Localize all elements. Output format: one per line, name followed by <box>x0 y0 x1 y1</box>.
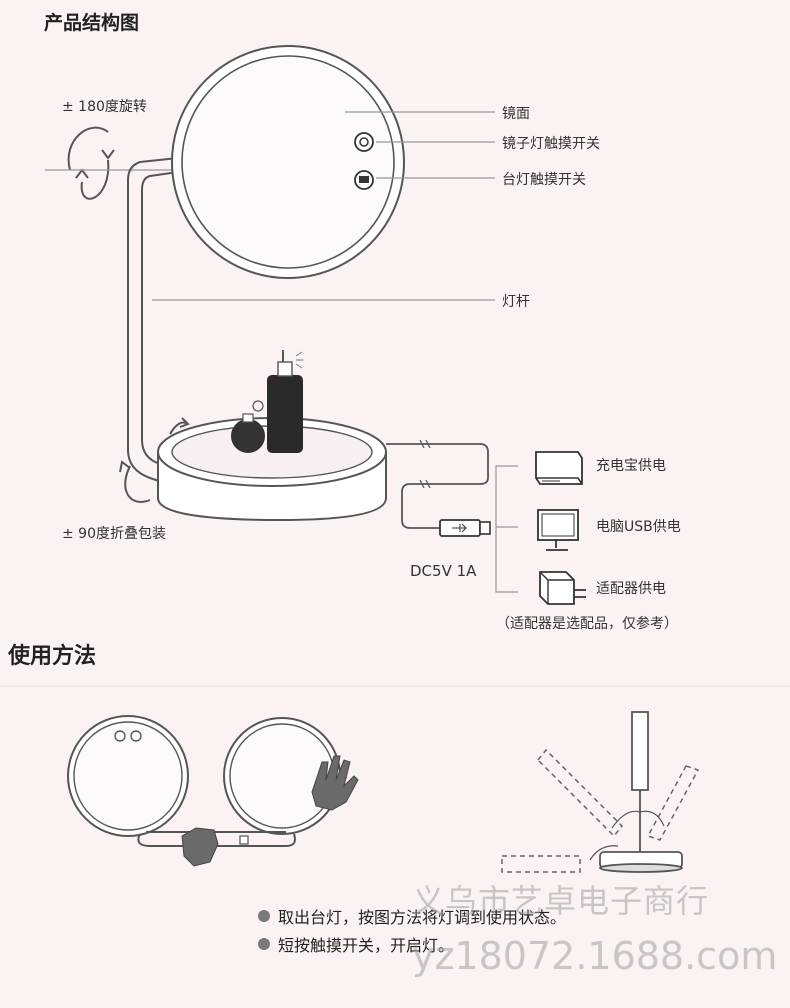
usage-step-2-text: 短按触摸开关，开启灯。 <box>278 936 455 955</box>
watermark-shop-name: 义乌市艺卓电子商行 <box>412 882 710 920</box>
adapter-icon <box>539 571 586 605</box>
hand-icon <box>311 755 359 811</box>
adapter-note: （适配器是选配品，仅参考） <box>496 616 678 632</box>
usage-folded-diagram <box>67 715 359 867</box>
pc-usb-label: 电脑USB供电 <box>596 519 681 535</box>
lamp-touch-icon <box>354 170 374 190</box>
usage-title: 使用方法 <box>8 644 97 669</box>
structure-diagram <box>45 45 586 605</box>
usage-step-1-text: 取出台灯，按图方法将灯调到使用状态。 <box>278 908 567 927</box>
mirror-light-switch-label: 镜子灯触摸开关 <box>502 136 600 152</box>
structure-title: 产品结构图 <box>44 12 140 34</box>
monitor-icon <box>537 509 579 551</box>
fold-arrow-icon <box>119 417 190 503</box>
circle-touch-icon <box>354 132 374 152</box>
dc-rating-label: DC5V 1A <box>410 562 477 580</box>
usb-plug-icon <box>439 519 491 537</box>
bullet-icon <box>258 938 270 950</box>
hand-icon <box>181 827 219 867</box>
mirror-face <box>181 55 395 269</box>
bullet-icon <box>258 910 270 922</box>
perfume-icon <box>231 350 303 453</box>
power-bank-label: 充电宝供电 <box>596 458 666 474</box>
power-cable <box>386 439 489 529</box>
mirror-face-label: 镜面 <box>502 106 530 122</box>
fold-label: ± 90度折叠包装 <box>62 526 166 542</box>
usage-step-2: 短按触摸开关，开启灯。 <box>258 932 454 956</box>
lamp-pole-label: 灯杆 <box>502 294 530 310</box>
source-bracket <box>495 465 518 593</box>
adapter-label: 适配器供电 <box>596 581 666 597</box>
rotate-label: ± 180度旋转 <box>62 99 147 115</box>
lamp-switch-label: 台灯触摸开关 <box>502 172 586 188</box>
power-bank-icon <box>535 451 583 485</box>
lamp-pole <box>127 157 179 483</box>
rotate-arrow-icon <box>67 126 115 200</box>
watermark-url: yz18072.1688.com <box>412 934 778 978</box>
usage-step-1: 取出台灯，按图方法将灯调到使用状态。 <box>258 904 566 928</box>
usage-unfold-diagram <box>501 711 700 873</box>
